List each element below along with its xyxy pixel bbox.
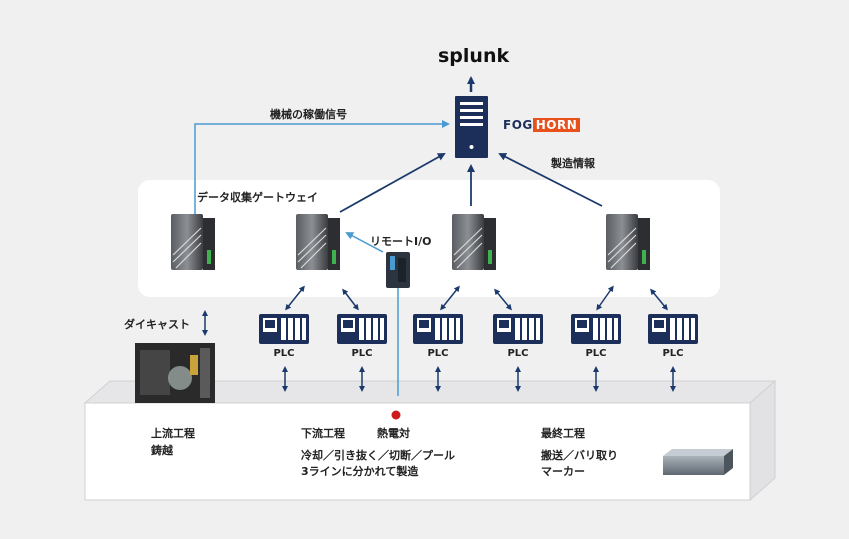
foghorn-horn: HORN [532, 118, 581, 132]
manufacturing-info-label: 製造情報 [551, 157, 595, 170]
machine-signal-label: 機械の稼働信号 [270, 108, 347, 121]
downstream-line1: 冷却／引き抜く／切断／プール [301, 449, 455, 462]
plc-label-2: PLC [351, 348, 373, 359]
plc-icon-4 [493, 314, 543, 344]
remote-io-arrow [345, 232, 384, 253]
plc-icon-5 [571, 314, 621, 344]
remote-io-label: リモートI/O [370, 235, 432, 248]
die-cast-photo [135, 343, 215, 403]
plc-links [202, 285, 676, 392]
downstream-title: 下流工程 [301, 427, 345, 440]
arrow-gw2-server [339, 153, 446, 213]
plc-label-1: PLC [273, 348, 295, 359]
factory-floor-box [83, 379, 777, 502]
gateway-device-2 [296, 214, 340, 270]
plc-icon-2 [337, 314, 387, 344]
plc-icon-1 [259, 314, 309, 344]
upstream-sub: 鋳越 [151, 444, 173, 457]
foghorn-fog: FOG [503, 118, 533, 132]
remote-io-device [386, 252, 410, 288]
final-line1: 搬送／バリ取り [541, 449, 618, 462]
thermocouple-label: 熱電対 [377, 427, 410, 440]
splunk-logo: splunk [438, 45, 510, 67]
arrow-gw4-server [498, 153, 603, 207]
thermocouple-dot [391, 410, 401, 420]
upstream-title: 上流工程 [151, 427, 195, 440]
data-gateway-label: データ収集ゲートウェイ [197, 191, 318, 204]
machine-signal-arrow [194, 120, 450, 215]
plc-label-6: PLC [662, 348, 684, 359]
final-equipment-box [663, 449, 733, 475]
final-line2: マーカー [541, 465, 585, 478]
die-cast-label: ダイキャスト [124, 318, 190, 331]
gateway-device-4 [606, 214, 650, 270]
gateway-panel [138, 180, 720, 297]
downstream-line2: 3ラインに分かれて製造 [301, 465, 419, 478]
plc-label-4: PLC [507, 348, 529, 359]
server-icon [455, 96, 488, 158]
plc-icon-3 [413, 314, 463, 344]
plc-icon-6 [648, 314, 698, 344]
gateway-device-1 [171, 214, 215, 270]
gateway-device-3 [452, 214, 496, 270]
plc-label-5: PLC [585, 348, 607, 359]
final-title: 最終工程 [541, 427, 585, 440]
plc-label-3: PLC [427, 348, 449, 359]
